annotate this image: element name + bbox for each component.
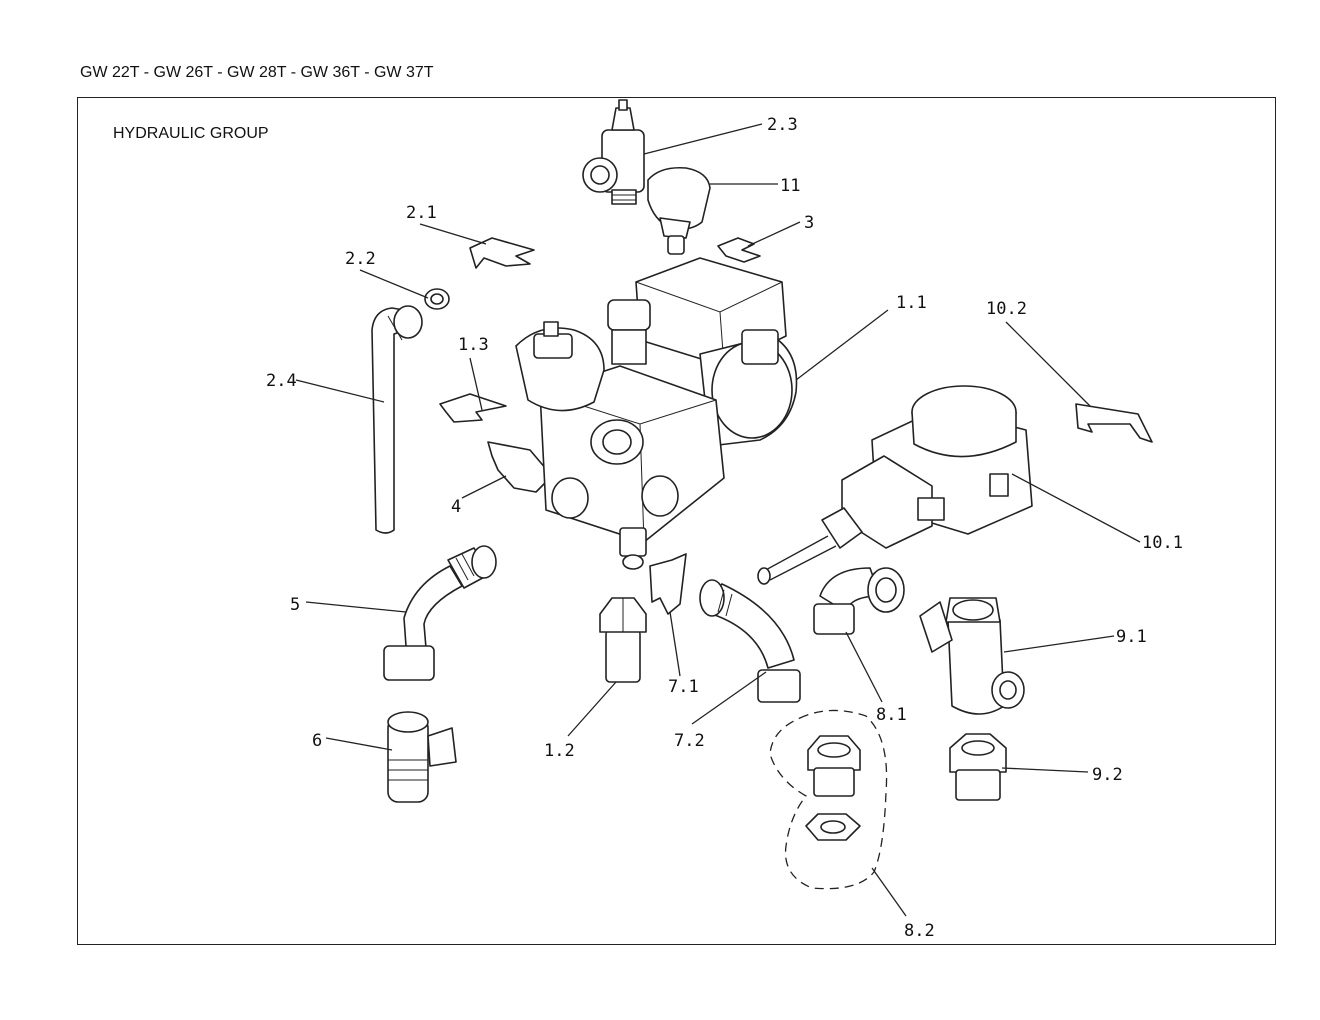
part-1-1-pump: [515, 257, 798, 570]
label-2-1: 2.1: [406, 203, 437, 223]
label-1-2: 1.2: [544, 741, 575, 761]
part-6-tap: [387, 711, 457, 803]
part-7-1-clip: [649, 553, 687, 615]
label-2-3: 2.3: [767, 115, 798, 135]
label-9-2: 9.2: [1092, 765, 1123, 785]
label-7-1: 7.1: [668, 677, 699, 697]
label-3: 3: [804, 213, 814, 233]
group-title: HYDRAULIC GROUP: [113, 125, 269, 142]
part-10-2-clip: [1075, 403, 1153, 443]
label-2-4: 2.4: [266, 371, 297, 391]
part-4-plate: [487, 441, 553, 493]
part-5-elbow-pipe: [383, 545, 497, 681]
label-6: 6: [312, 731, 322, 751]
part-2-3-valve: [582, 99, 645, 205]
part-10-1-actuator: [757, 385, 1033, 585]
label-7-2: 7.2: [674, 731, 705, 751]
part-2-1-clip: [469, 237, 535, 269]
leader-lines: [295, 123, 1141, 917]
label-11: 11: [780, 176, 800, 196]
page-header-models: GW 22T - GW 26T - GW 28T - GW 36T - GW 3…: [80, 64, 434, 81]
part-2-4-pipe: [371, 305, 423, 534]
part-9-2-nipple: [949, 733, 1007, 801]
part-2-2-washer: [424, 288, 450, 310]
part-7-2-elbow: [699, 579, 801, 703]
label-5: 5: [290, 595, 300, 615]
label-2-2: 2.2: [345, 249, 376, 269]
part-9-1-valve: [919, 597, 1025, 715]
part-3-clip: [717, 237, 761, 263]
part-1-3-clip: [439, 393, 507, 423]
label-9-1: 9.1: [1116, 627, 1147, 647]
label-8-1: 8.1: [876, 705, 907, 725]
part-1-2-nipple: [599, 597, 647, 683]
label-4: 4: [451, 497, 461, 517]
diagram-frame: [77, 97, 1276, 945]
part-11-cap: [647, 166, 711, 255]
label-10-2: 10.2: [986, 299, 1027, 319]
label-1-3: 1.3: [458, 335, 489, 355]
label-10-1: 10.1: [1142, 533, 1183, 553]
part-8-2-kit: [769, 709, 888, 890]
label-8-2: 8.2: [904, 921, 935, 941]
label-1-1: 1.1: [896, 293, 927, 313]
part-8-1-elbow: [813, 567, 905, 635]
